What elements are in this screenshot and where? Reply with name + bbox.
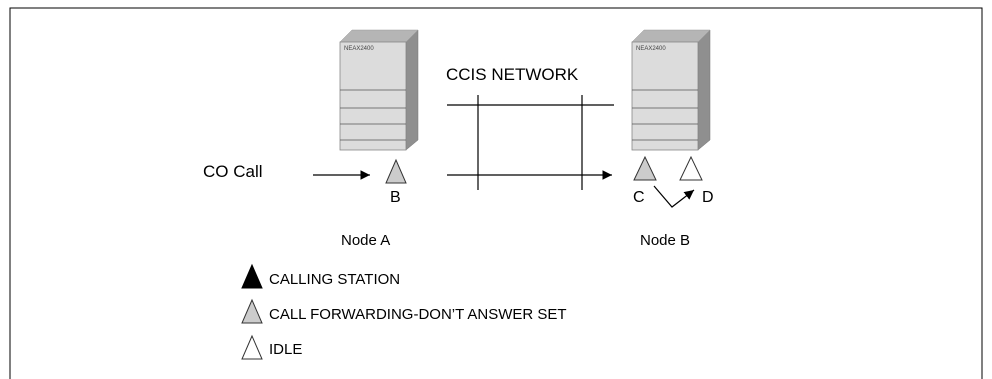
node-b-label: Node B [640,232,690,249]
legend-call-forwarding-icon [241,298,263,324]
frame-border [9,7,983,379]
node-a-cabinet: NEAX2400 [339,29,419,151]
node-b-cabinet: NEAX2400 [631,29,711,151]
station-b-label: B [390,189,401,206]
ccis-network-grid [447,95,614,190]
station-c-triangle [633,155,657,181]
co-call-label: CO Call [203,162,263,181]
node-a-label: Node A [341,232,390,249]
legend: CALLING STATION CALL FORWARDING-DON’T AN… [241,263,567,360]
legend-idle-icon [241,334,263,360]
node-a-equipment-label: NEAX2400 [344,46,374,52]
station-d-triangle [679,155,703,181]
forwarding-arrow [653,185,695,208]
legend-calling-station-label: CALLING STATION [269,271,400,288]
legend-call-forwarding-label: CALL FORWARDING-DON’T ANSWER SET [269,306,567,323]
station-d-label: D [702,189,714,206]
legend-calling-station-icon [241,263,263,289]
node-b-equipment-label: NEAX2400 [636,46,666,52]
station-c-label: C [633,189,645,206]
legend-idle-label: IDLE [269,341,302,358]
ccis-network-label: CCIS NETWORK [446,65,579,84]
station-b-triangle [385,158,407,184]
